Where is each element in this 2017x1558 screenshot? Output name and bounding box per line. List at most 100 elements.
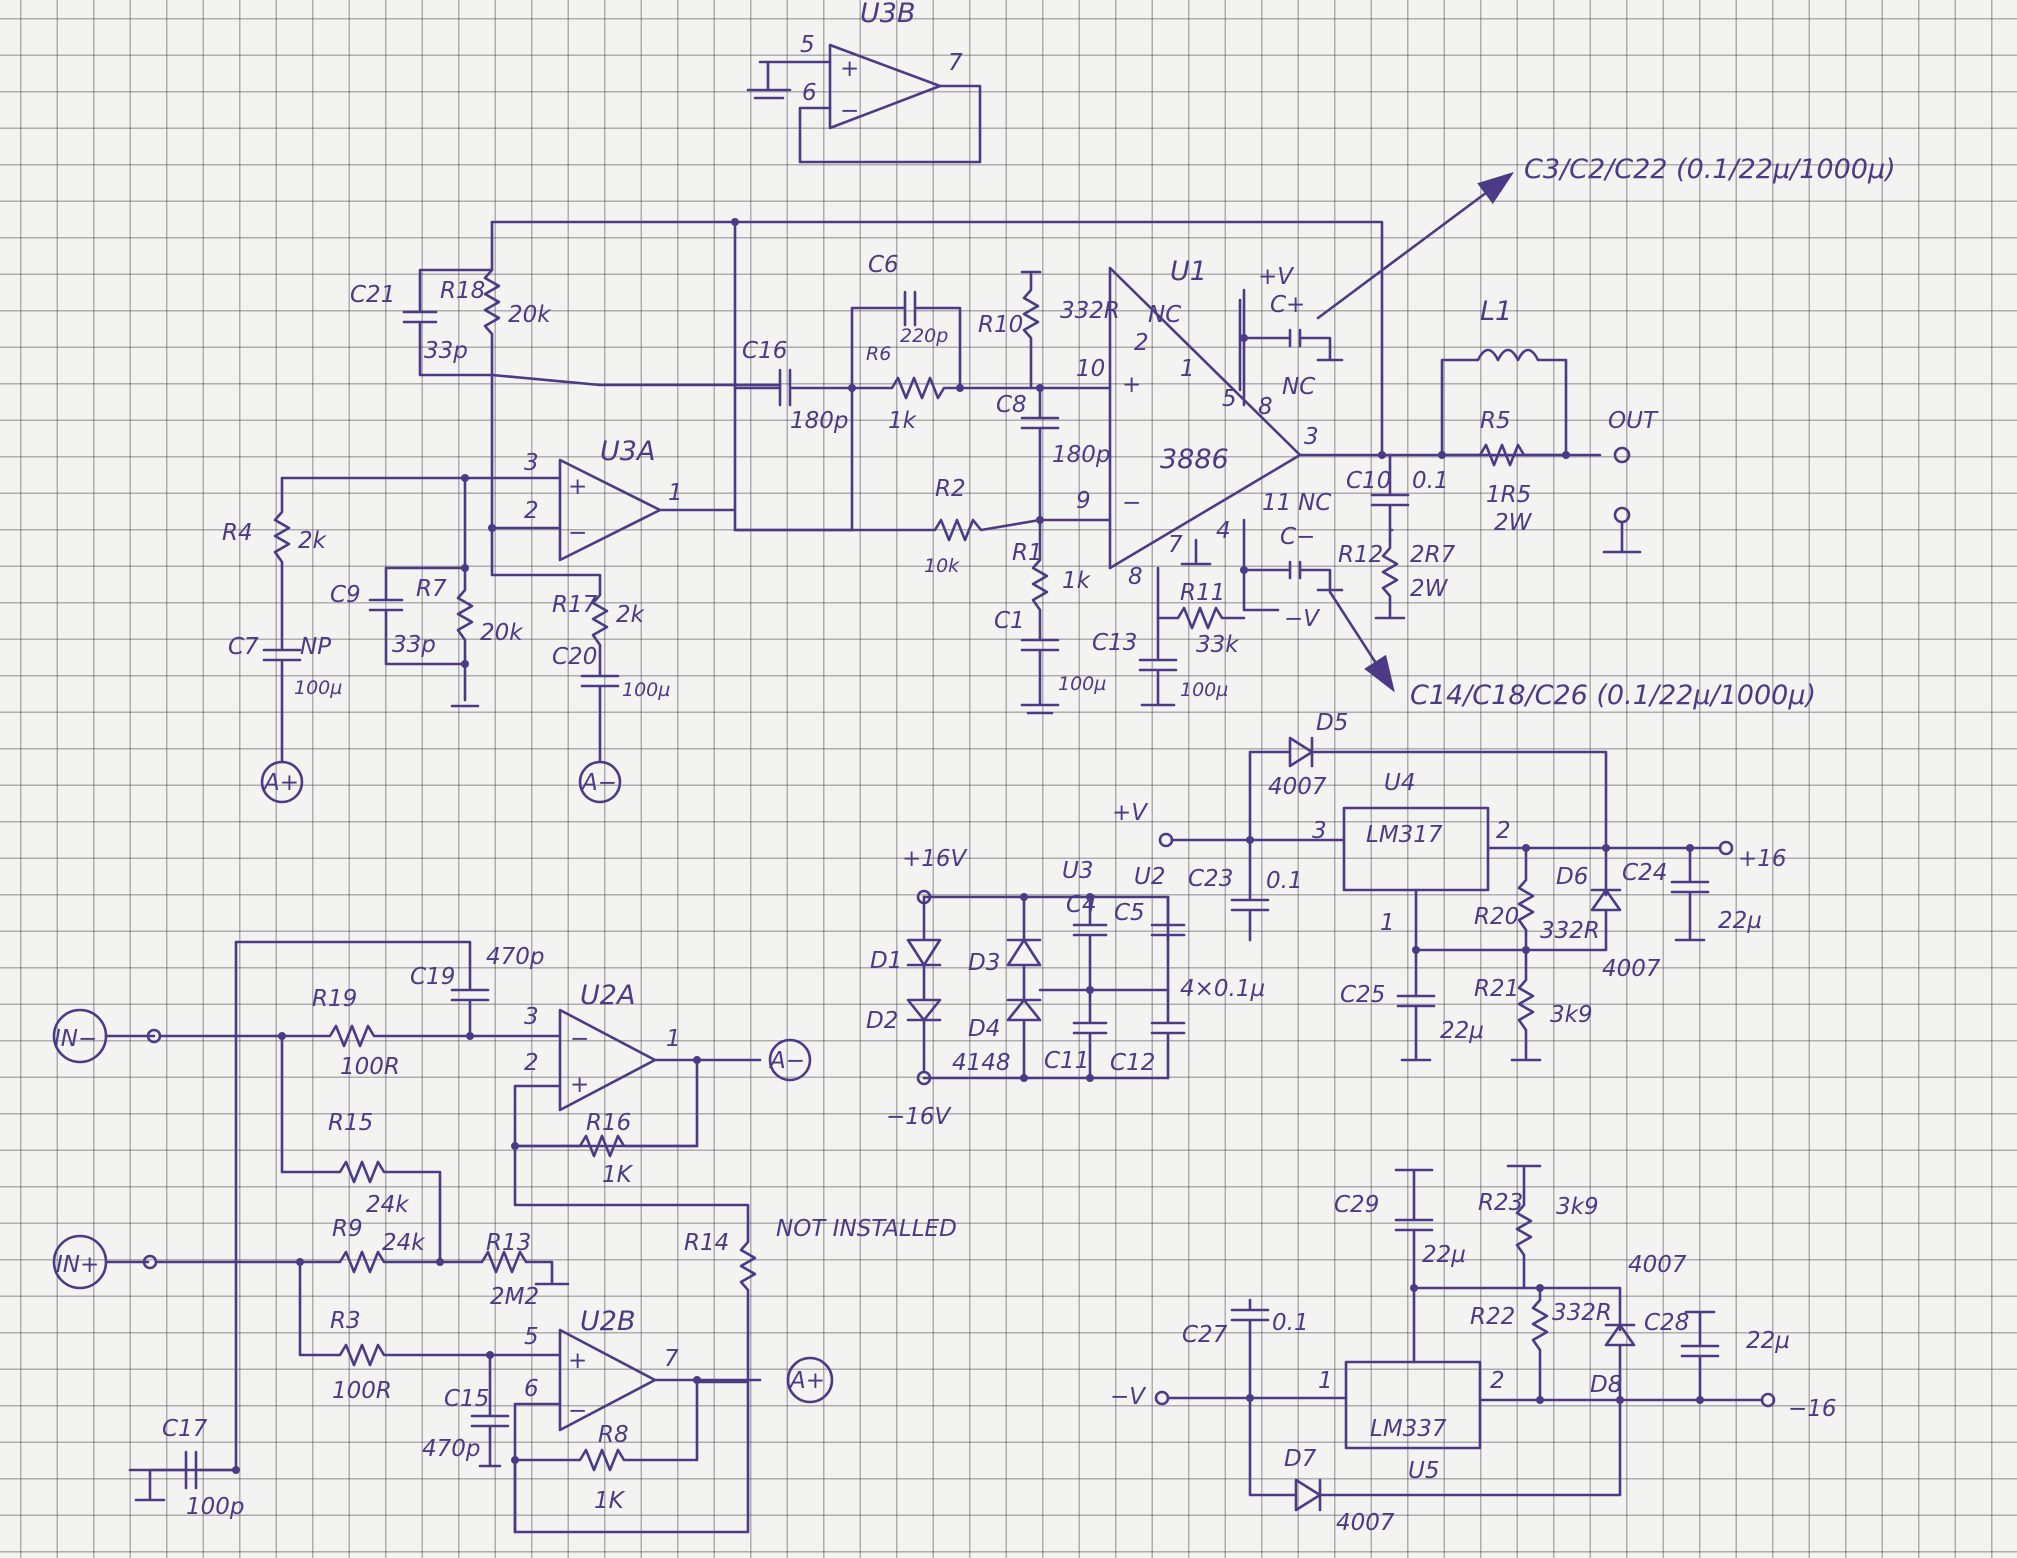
u3b-plus: + (840, 56, 859, 82)
amp-pin11: 11 (1262, 490, 1291, 516)
u3a-pin-minus: 2 (524, 498, 539, 524)
c15: C15 470p (422, 1353, 510, 1468)
term-am2: A− (768, 1048, 805, 1074)
u3a-minus: − (568, 520, 587, 546)
d5-val: 4007 (1268, 774, 1327, 800)
r1-ref: R1 (1012, 540, 1043, 566)
c7-note: NP (300, 634, 331, 660)
d7-val: 4007 (1336, 1510, 1395, 1536)
amp-u1: 3886 U1 10 9 + − 2 NC 1 5 8 NC 3 11 NC 4… (1038, 256, 1344, 632)
c29-ref: C29 (1334, 1192, 1379, 1218)
u2b-ref: U2B (580, 1306, 635, 1337)
d5-ref: D5 (1316, 710, 1348, 736)
r6-val: 1k (888, 408, 918, 434)
d14-val: 4148 (952, 1050, 1011, 1076)
u2a-pin-minus: 3 (524, 1004, 539, 1030)
feedback-wire (490, 220, 1384, 457)
amp-nc2: NC (1282, 374, 1315, 400)
r8-ref: R8 (598, 1422, 629, 1448)
u5-part: LM337 (1370, 1416, 1447, 1442)
c20-val: 100µ (622, 679, 670, 701)
c27-val: 0.1 (1272, 1310, 1309, 1336)
net-plus16v: +16V (902, 846, 969, 872)
c6-val: 220p (900, 325, 948, 347)
u2a-plus: + (570, 1072, 589, 1098)
r11-val: 33k (1196, 632, 1240, 658)
net-plus16: +16 (1738, 846, 1787, 872)
r9-val: 24k (382, 1230, 426, 1256)
r13-val: 2M2 (490, 1284, 539, 1310)
c13-ref: C13 (1092, 630, 1137, 656)
r14-val: NOT INSTALLED (776, 1216, 957, 1242)
r2-ref: R2 (935, 476, 966, 502)
c16-val: 180p (790, 408, 849, 434)
r7-ref: R7 (416, 576, 447, 602)
r4-ref: R4 (222, 520, 253, 546)
u3a-pin-out: 1 (668, 480, 683, 506)
r17-c20: R17 2k C20 100µ (490, 526, 670, 762)
d2-ref: D2 (866, 1008, 898, 1034)
opamp-u3a: U3A 3 2 1 + − (280, 373, 737, 562)
d8-val: 4007 (1628, 1252, 1687, 1278)
u4-pin2: 2 (1496, 818, 1511, 844)
r15-val: 24k (366, 1192, 410, 1218)
r12-val: 2R7 (1410, 542, 1456, 568)
u2a-pin-plus: 2 (524, 1050, 539, 1076)
c23-ref: C23 (1188, 866, 1233, 892)
c24-ref: C24 (1622, 860, 1667, 886)
r5-ref: R5 (1480, 408, 1511, 434)
c25-val: 22µ (1440, 1018, 1484, 1044)
u3b-pin-out: 7 (948, 50, 963, 76)
amp-pin4: 4 (1216, 518, 1231, 544)
c10-ref: C10 (1346, 468, 1391, 494)
d6-ref: D6 (1556, 864, 1588, 890)
c19-val: 470p (486, 944, 545, 970)
c16: C16 180p (733, 338, 854, 434)
c19-r19: C19 470p R19 100R (234, 940, 545, 1080)
c1-val: 100µ (1058, 673, 1106, 695)
amp-cpos: C+ (1270, 292, 1305, 318)
c10-val: 0.1 (1412, 468, 1449, 494)
u4-pin1: 1 (1380, 910, 1395, 936)
term-ap1: A+ (262, 770, 299, 796)
u4-part: LM317 (1366, 822, 1443, 848)
r12-power: 2W (1410, 576, 1449, 602)
u3a-ref: U3A (600, 436, 655, 467)
c24-val: 22µ (1718, 908, 1762, 934)
r3-val: 100R (332, 1378, 392, 1404)
c12-ref: C12 (1110, 1050, 1155, 1076)
r8-val: 1K (594, 1488, 626, 1514)
r20-ref: R20 (1474, 904, 1519, 930)
regulator-u5: LM337 U5 1 2 −V C27 0.1 D7 4007 −16 C29 … (1110, 1164, 1837, 1536)
c6-r6: C6 220p R6 1k (850, 252, 1042, 434)
u3b-pin-plus: 5 (800, 32, 815, 58)
r17-ref: R17 (552, 592, 598, 618)
regulator-u4: LM317 U4 3 2 1 +V D5 4007 C23 0.1 +16 R2… (1112, 710, 1787, 1062)
u5-pin1: 1 (1318, 1368, 1333, 1394)
c13-val: 100µ (1180, 679, 1228, 701)
r4-c7: R4 2k C7 NP 100µ (222, 476, 342, 762)
u2b-plus: + (568, 1348, 587, 1374)
amp-pin10: 10 (1076, 356, 1105, 382)
r15-ref: R15 (328, 1110, 373, 1136)
d8-ref: D8 (1590, 1372, 1622, 1398)
r14: R14 NOT INSTALLED (513, 1216, 957, 1534)
amp-minus: − (1122, 490, 1141, 516)
amp-pin8b: 8 (1128, 564, 1143, 590)
u3a-pin-plus: 3 (524, 450, 539, 476)
r21-val: 3k9 (1550, 1002, 1593, 1028)
net-out: OUT (1608, 408, 1659, 434)
u4-pin3: 3 (1312, 818, 1327, 844)
c25-ref: C25 (1340, 982, 1385, 1008)
r10-ref: R10 (978, 312, 1023, 338)
net-minus16v: −16V (886, 1104, 953, 1130)
r11-ref: R11 (1180, 580, 1225, 606)
c8-ref: C8 (996, 392, 1027, 418)
u2a-minus: − (570, 1026, 589, 1052)
r1-val: 1k (1062, 568, 1092, 594)
l1-r5: L1 R5 1R5 2W (1440, 296, 1568, 536)
r3-ref: R3 (330, 1308, 361, 1334)
u4-ref: U4 (1384, 770, 1415, 796)
r22-val: 332R (1552, 1300, 1612, 1326)
